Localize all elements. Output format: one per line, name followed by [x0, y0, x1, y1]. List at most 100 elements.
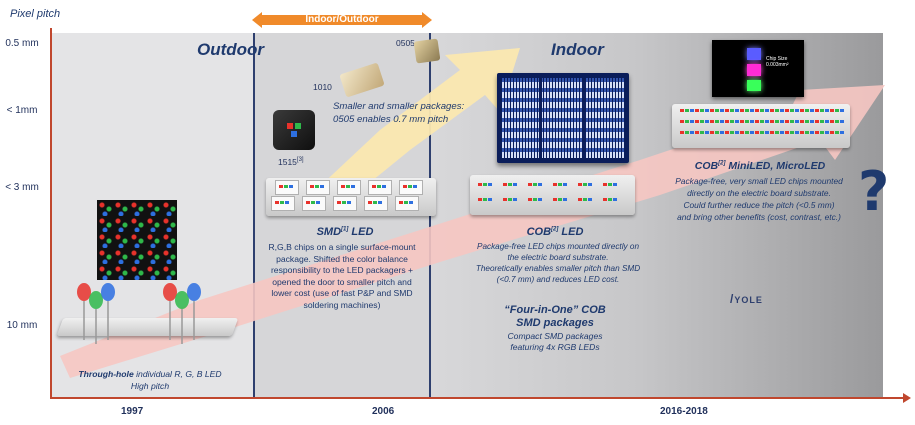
- microled-led: [700, 120, 704, 123]
- cob-led-grid: [478, 181, 628, 211]
- microled-led: [735, 131, 739, 134]
- smd-chip-led: [413, 185, 417, 188]
- microled-led: [765, 131, 769, 134]
- smd-desc-line: responsibility to the LED packagers +: [270, 265, 414, 275]
- microled-led: [780, 131, 784, 134]
- microled-led: [835, 120, 839, 123]
- microled-led: [710, 131, 714, 134]
- microled-led: [730, 120, 734, 123]
- microled-led: [685, 131, 689, 134]
- microled-led: [710, 120, 714, 123]
- microled-led: [840, 109, 844, 112]
- cob-led: [488, 183, 492, 186]
- microled-led: [770, 109, 774, 112]
- cob-display-split-v2: [583, 73, 586, 163]
- smd-chip-led: [404, 201, 408, 204]
- microled-led: [705, 120, 709, 123]
- cob-led: [558, 198, 562, 201]
- microled-led: [820, 131, 824, 134]
- smd-chip-led: [409, 201, 413, 204]
- microled-led: [785, 131, 789, 134]
- microled-led: [830, 131, 834, 134]
- mini-micro-title: COB[2] MiniLED, MicroLED: [672, 160, 848, 172]
- through-hole-desc: individual R, G, B LED: [136, 369, 222, 379]
- y-tick-3mm: < 3 mm: [5, 182, 39, 193]
- micro-chip-magenta: [747, 64, 761, 76]
- microled-led: [745, 120, 749, 123]
- cob-led: [613, 183, 617, 186]
- led-matrix-image: [97, 200, 177, 280]
- microled-led-grid: [680, 107, 845, 142]
- cob-title-sup: [2]: [551, 226, 559, 233]
- micro-chip-blue: [747, 48, 761, 60]
- four-in-one-description: Compact SMD packages featuring 4x RGB LE…: [480, 331, 630, 353]
- microled-led: [790, 120, 794, 123]
- yellow-trend-arrow: [300, 48, 520, 215]
- x-axis-line: [50, 397, 905, 399]
- microled-led: [715, 109, 719, 112]
- microled-led: [825, 109, 829, 112]
- smd-chip-led: [306, 201, 310, 204]
- cob-led: [488, 198, 492, 201]
- cob-title: COB[2] LED: [480, 226, 630, 238]
- microled-led: [745, 131, 749, 134]
- through-hole-pitch: High pitch: [130, 380, 170, 391]
- x-tick-1997: 1997: [121, 406, 144, 417]
- smd-chip-grid: [271, 180, 435, 212]
- microled-led: [805, 131, 809, 134]
- smd-chip-led: [289, 185, 293, 188]
- microled-led: [745, 109, 749, 112]
- cob-led: [478, 183, 482, 186]
- package-0505-label: 0505: [396, 38, 415, 48]
- cob-desc-line: Package-free LED chips mounted directly …: [476, 242, 639, 251]
- smd-description: R,G,B chips on a single surface-mount pa…: [256, 242, 428, 311]
- cob-led: [603, 183, 607, 186]
- smd-chip-led: [377, 185, 381, 188]
- smd-chip-led: [285, 201, 289, 204]
- microled-led: [755, 131, 759, 134]
- mini-micro-description: Package-free, very small LED chips mount…: [654, 175, 864, 223]
- microled-led: [820, 109, 824, 112]
- microled-led: [765, 120, 769, 123]
- microled-led: [700, 131, 704, 134]
- microled-led: [770, 120, 774, 123]
- cob-led: [603, 198, 607, 201]
- microled-led: [685, 109, 689, 112]
- y-axis-title: Pixel pitch: [10, 8, 61, 20]
- four-in-one-title-line2: SMD packages: [516, 317, 594, 329]
- smd-chip-led: [337, 201, 341, 204]
- smd-chip-led: [408, 185, 412, 188]
- smd-chip-led: [341, 185, 345, 188]
- smd-desc-line: R,G,B chips on a single surface-mount: [268, 242, 416, 252]
- cob-led: [508, 198, 512, 201]
- cob-led: [513, 183, 517, 186]
- mini-micro-desc-line: directly on the electric board substrate…: [687, 188, 831, 198]
- microled-led: [740, 131, 744, 134]
- y-tick-10mm: 10 mm: [6, 320, 38, 331]
- smd-chip-led: [373, 201, 377, 204]
- x-tick-2006: 2006: [372, 406, 395, 417]
- mini-micro-desc-line: and bring other benefits (cost, contrast…: [677, 212, 841, 222]
- microled-led: [815, 120, 819, 123]
- microled-led: [805, 120, 809, 123]
- smd-title-suffix: LED: [351, 226, 374, 238]
- microled-led: [795, 131, 799, 134]
- microled-led: [775, 109, 779, 112]
- cob-led: [483, 198, 487, 201]
- package-1515-image: [273, 110, 315, 150]
- microled-led: [825, 120, 829, 123]
- cob-desc-line: the electric board substrate.: [507, 253, 609, 262]
- microled-led: [800, 131, 804, 134]
- microled-led: [815, 131, 819, 134]
- smd-chip-led: [347, 201, 351, 204]
- microled-led: [720, 131, 724, 134]
- smd-chip-led: [275, 201, 279, 204]
- microled-led: [810, 109, 814, 112]
- cob-led: [563, 198, 567, 201]
- cob-led: [553, 183, 557, 186]
- mini-micro-title-prefix: COB: [694, 160, 719, 172]
- smd-chip-led: [368, 201, 372, 204]
- microled-led: [800, 109, 804, 112]
- microled-led: [695, 109, 699, 112]
